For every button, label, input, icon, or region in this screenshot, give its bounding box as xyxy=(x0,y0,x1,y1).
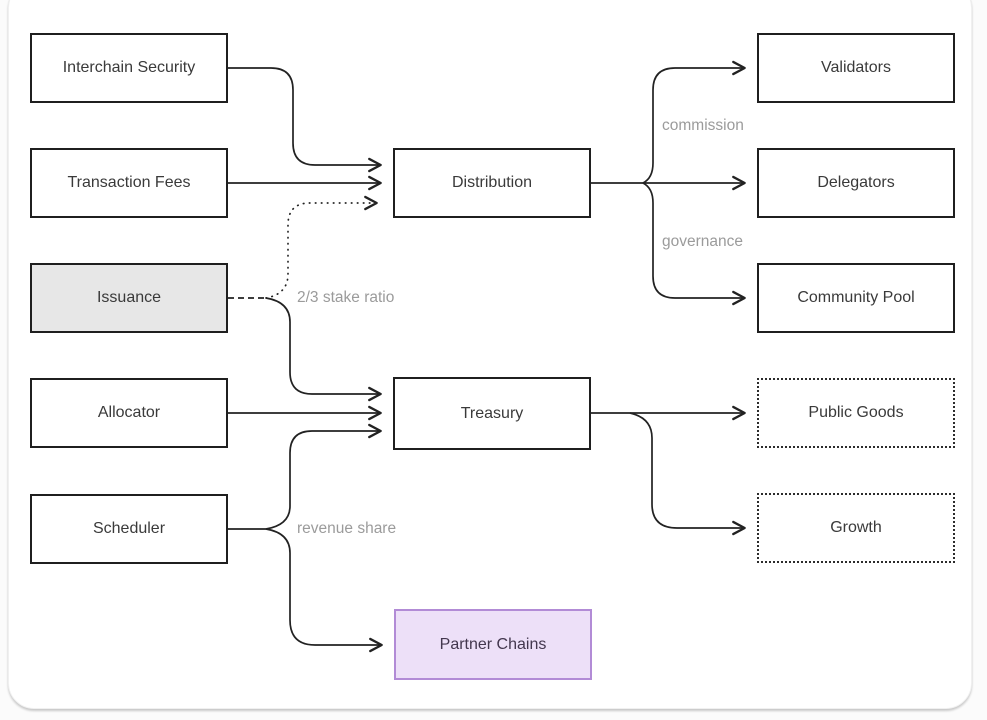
node-label: Interchain Security xyxy=(62,59,196,76)
edge-interchain-to-distribution xyxy=(228,67,382,173)
node-partner-chains: Partner Chains xyxy=(394,609,592,680)
edge-distribution-to-community-pool xyxy=(642,182,746,306)
edge-scheduler-to-treasury xyxy=(265,423,382,530)
node-allocator: Allocator xyxy=(30,378,228,448)
node-transaction-fees: Transaction Fees xyxy=(30,148,228,218)
edge-label-stake-ratio: 2/3 stake ratio xyxy=(297,289,395,306)
edge-scheduler-to-partner-chains xyxy=(265,528,383,653)
node-public-goods: Public Goods xyxy=(757,378,955,448)
node-label: Public Goods xyxy=(808,404,904,421)
diagram-card xyxy=(8,0,972,709)
node-issuance: Issuance xyxy=(30,263,228,333)
edge-label-commission: commission xyxy=(662,117,744,134)
edge-treasury-to-growth xyxy=(629,412,746,536)
node-community-pool: Community Pool xyxy=(757,263,955,333)
edge-distribution-to-validators xyxy=(642,60,746,184)
node-interchain-security: Interchain Security xyxy=(30,33,228,103)
edge-label-governance: governance xyxy=(662,233,744,250)
node-label: Validators xyxy=(821,59,891,76)
node-label: Transaction Fees xyxy=(67,174,191,191)
node-growth: Growth xyxy=(757,493,955,563)
edge-label-revenue-share: revenue share xyxy=(297,520,397,537)
node-delegators: Delegators xyxy=(757,148,955,218)
node-label: Treasury xyxy=(460,404,524,422)
node-label: Community Pool xyxy=(797,289,915,306)
node-treasury: Treasury xyxy=(393,377,591,450)
node-label: Delegators xyxy=(817,174,895,191)
edge-issuance-to-distribution xyxy=(265,195,378,299)
node-label: Allocator xyxy=(97,404,161,421)
edge-issuance-to-treasury xyxy=(265,297,382,402)
node-validators: Validators xyxy=(757,33,955,103)
node-label: Distribution xyxy=(451,174,533,191)
node-scheduler: Scheduler xyxy=(30,494,228,564)
node-distribution: Distribution xyxy=(393,148,591,218)
node-label: Growth xyxy=(830,519,882,536)
node-label: Partner Chains xyxy=(439,635,547,653)
node-label: Issuance xyxy=(96,289,162,306)
node-label: Scheduler xyxy=(92,520,166,537)
